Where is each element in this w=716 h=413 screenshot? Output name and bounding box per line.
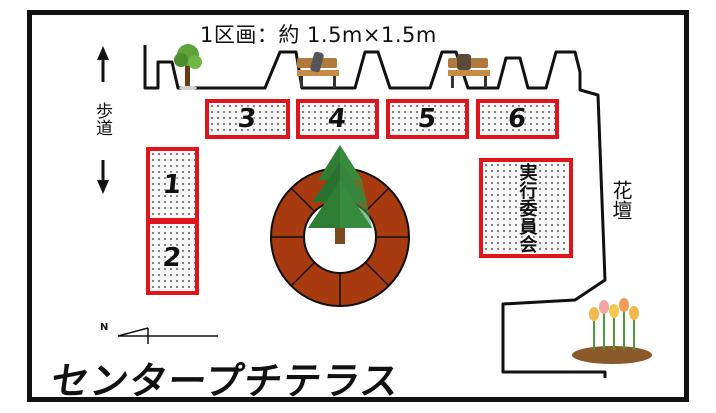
plot-4[interactable]: 4 (296, 99, 379, 139)
bench-icon (448, 54, 490, 88)
scale-label: 1区画：約 1.5m×1.5m (200, 23, 437, 47)
map-title: センタープチテラス (48, 359, 403, 403)
plot-number: 1 (161, 169, 184, 200)
tree-icon (174, 44, 202, 90)
plot-1[interactable]: 1 (146, 147, 199, 222)
plot-6[interactable]: 6 (476, 99, 559, 139)
plot-number: 5 (416, 104, 439, 134)
plot-2[interactable]: 2 (146, 220, 199, 295)
plot-number: 4 (326, 104, 349, 134)
walkway-label: 歩道 (92, 102, 112, 136)
plot-number: 6 (506, 104, 529, 134)
committee-label: 実行委員会 (516, 163, 538, 253)
fir-tree-icon (308, 145, 372, 244)
north-label: N (100, 322, 109, 333)
flowerbed-label: 花壇 (609, 180, 633, 220)
plot-3[interactable]: 3 (205, 99, 290, 139)
plot-number: 3 (236, 104, 259, 134)
tulip-flowerbed-icon (572, 298, 652, 364)
plot-number: 2 (161, 242, 184, 273)
walkway-arrow-icon (97, 46, 109, 194)
bench-icon (297, 51, 339, 88)
plot-5[interactable]: 5 (386, 99, 469, 139)
committee-plot[interactable]: 実行委員会 (479, 158, 573, 258)
north-arrow-icon (117, 327, 218, 344)
